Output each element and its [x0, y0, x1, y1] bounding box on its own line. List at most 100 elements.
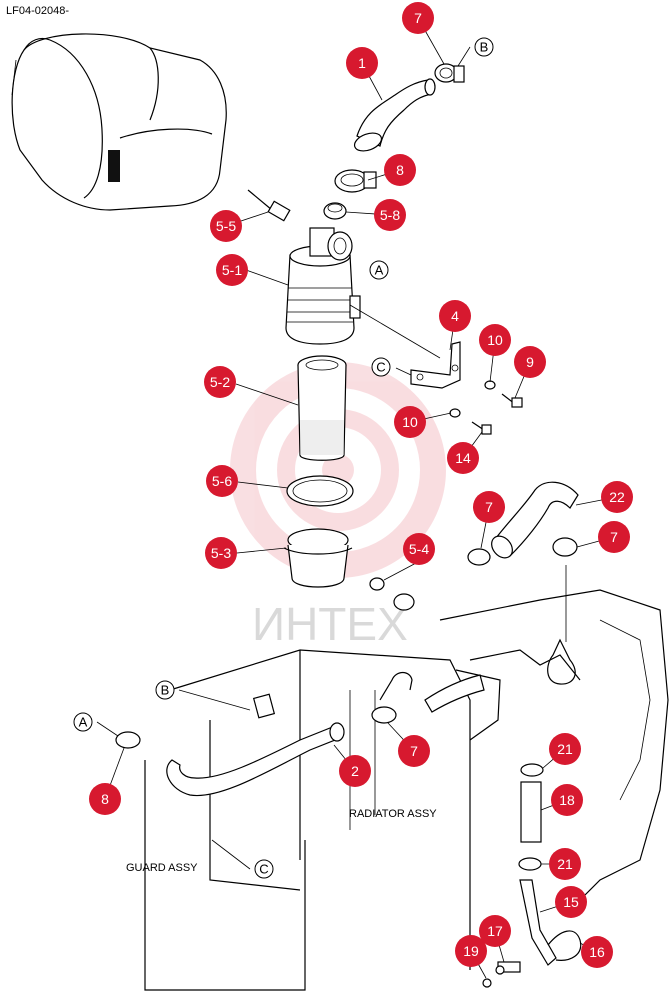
hose-1 [353, 78, 436, 152]
air-cleaner-body [285, 227, 361, 345]
callout-number: 21 [557, 741, 573, 757]
hose-18 [520, 781, 542, 843]
reference-circle [371, 357, 391, 377]
clamp-8b [115, 731, 141, 749]
clamp-21a [520, 763, 544, 777]
callout-badge [551, 784, 583, 816]
callout-21: 21 [549, 848, 581, 880]
callout-badge [216, 254, 248, 286]
callout-number: 9 [526, 354, 534, 370]
callout-5-2: 5-2 [204, 366, 236, 398]
callout-badge [439, 300, 471, 332]
filter-element [297, 355, 347, 461]
callout-number: 2 [351, 763, 359, 779]
callout-badge [402, 2, 434, 34]
reference-b: B [474, 37, 494, 57]
callout-7: 7 [598, 521, 630, 553]
valve-5-4a [369, 577, 385, 591]
callout-number: 16 [589, 944, 605, 960]
reference-circle [254, 859, 274, 879]
reference-letter: A [375, 263, 384, 278]
callout-16: 16 [581, 936, 613, 968]
reference-a: A [369, 260, 389, 280]
reference-letter: B [480, 40, 489, 55]
bolt-14 [471, 421, 492, 435]
callout-5-6: 5-6 [206, 465, 238, 497]
callout-5-3: 5-3 [205, 537, 237, 569]
seat-cover [11, 33, 227, 211]
hose-22 [491, 481, 579, 559]
callout-badge [89, 783, 121, 815]
callout-badge [210, 210, 242, 242]
reference-circle [474, 37, 494, 57]
reference-b: B [155, 680, 175, 700]
washer-10b [449, 408, 461, 418]
bracket-4 [410, 341, 461, 389]
callout-8: 8 [384, 154, 416, 186]
callout-badge [581, 936, 613, 968]
callout-number: 21 [557, 856, 573, 872]
callout-badge [555, 886, 587, 918]
reference-a: A [73, 712, 93, 732]
callout-number: 17 [487, 923, 503, 939]
callout-number: 22 [609, 489, 625, 505]
doc-code: LF04-02048- [6, 5, 69, 17]
callout-badge [398, 735, 430, 767]
callout-15: 15 [555, 886, 587, 918]
callout-4: 4 [439, 300, 471, 332]
callout-badge [479, 915, 511, 947]
valve-5-4b [393, 593, 415, 611]
callout-number: 8 [396, 162, 404, 178]
callout-badge [339, 755, 371, 787]
callout-number: 14 [455, 450, 471, 466]
callout-badge [549, 848, 581, 880]
clamp-7b [467, 548, 491, 566]
callout-number: 8 [101, 791, 109, 807]
callout-22: 22 [601, 481, 633, 513]
reference-circle [73, 712, 93, 732]
callout-badge [374, 199, 406, 231]
callout-badge [205, 537, 237, 569]
reference-markers: B A C B A C [73, 37, 494, 879]
callout-number: 5-8 [380, 207, 400, 223]
callout-number: 7 [410, 743, 418, 759]
label-guard-assy: GUARD ASSY [126, 862, 198, 874]
callout-5-4: 5-4 [403, 533, 435, 565]
bolt-9 [501, 393, 523, 408]
watermark-text: ИНТЕХ [252, 598, 408, 650]
callout-7: 7 [402, 2, 434, 34]
radiator-frame [144, 649, 471, 991]
reference-letter: C [259, 862, 268, 877]
oring-5-6 [286, 475, 354, 507]
callout-badge [479, 324, 511, 356]
callout-badge [394, 406, 426, 438]
callout-badge [447, 442, 479, 474]
pipe-15 [482, 879, 582, 988]
callout-badge [455, 935, 487, 967]
callout-number: 10 [402, 414, 418, 430]
callout-number: 5-6 [212, 473, 232, 489]
callout-badge [206, 465, 238, 497]
callout-number: 7 [414, 10, 422, 26]
reference-letter: A [79, 715, 88, 730]
callout-number: 10 [487, 332, 503, 348]
callout-1: 1 [346, 47, 378, 79]
adaptor-5-8 [323, 202, 347, 220]
callout-7: 7 [473, 491, 505, 523]
callout-9: 9 [514, 346, 546, 378]
washer-10a [484, 380, 496, 390]
callout-21: 21 [549, 733, 581, 765]
clamp-21b [518, 857, 542, 871]
callout-badge [514, 346, 546, 378]
callout-number: 5-1 [222, 262, 242, 278]
reference-letter: C [376, 360, 385, 375]
callout-badge [346, 47, 378, 79]
dust-cup [283, 528, 353, 588]
callout-number: 18 [559, 792, 575, 808]
callout-10: 10 [479, 324, 511, 356]
callout-number: 15 [563, 894, 579, 910]
callout-2: 2 [339, 755, 371, 787]
callout-badge [598, 521, 630, 553]
callout-8: 8 [89, 783, 121, 815]
